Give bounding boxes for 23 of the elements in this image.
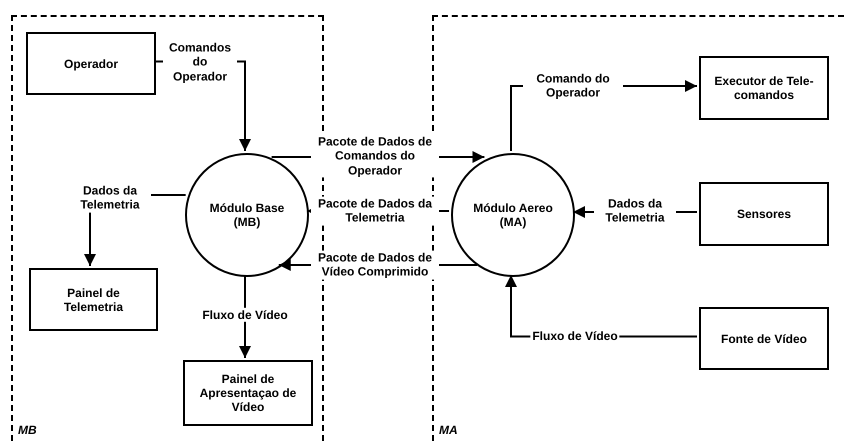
node-label: Módulo Base (MB) <box>208 201 286 229</box>
entity-box <box>183 360 313 426</box>
node-label: Fonte de Vídeo <box>720 332 808 346</box>
node-label: Módulo Aereo (MA) <box>472 201 554 229</box>
node-label: Painel de Apresentaçao de Vídeo <box>198 372 298 414</box>
node-label: Sensores <box>736 207 792 221</box>
edge-label: Fluxo de Vídeo <box>200 308 290 322</box>
entity-box <box>699 182 829 246</box>
edge-label: Pacote de Dados de Comandos do Operador <box>311 134 439 178</box>
node-label: Executor de Tele-comandos <box>713 74 815 102</box>
node-label: Operador <box>62 56 119 70</box>
edge-label: Fluxo de Vídeo <box>530 328 620 344</box>
edge-label: Comando do Operador <box>523 72 623 100</box>
entity-box <box>699 56 829 120</box>
entity-box <box>699 307 829 370</box>
edge-label: Comandos do Operador <box>163 40 237 84</box>
entity-box <box>26 32 156 95</box>
region-label: MA <box>439 423 458 437</box>
node-label: Painel de Telemetria <box>62 286 124 314</box>
edge-label: Pacote de Dados de Vídeo Comprimido <box>311 250 439 280</box>
entity-box <box>29 268 158 331</box>
edge-label: Pacote de Dados da Telemetria <box>311 196 439 226</box>
region-label: MB <box>18 423 37 437</box>
